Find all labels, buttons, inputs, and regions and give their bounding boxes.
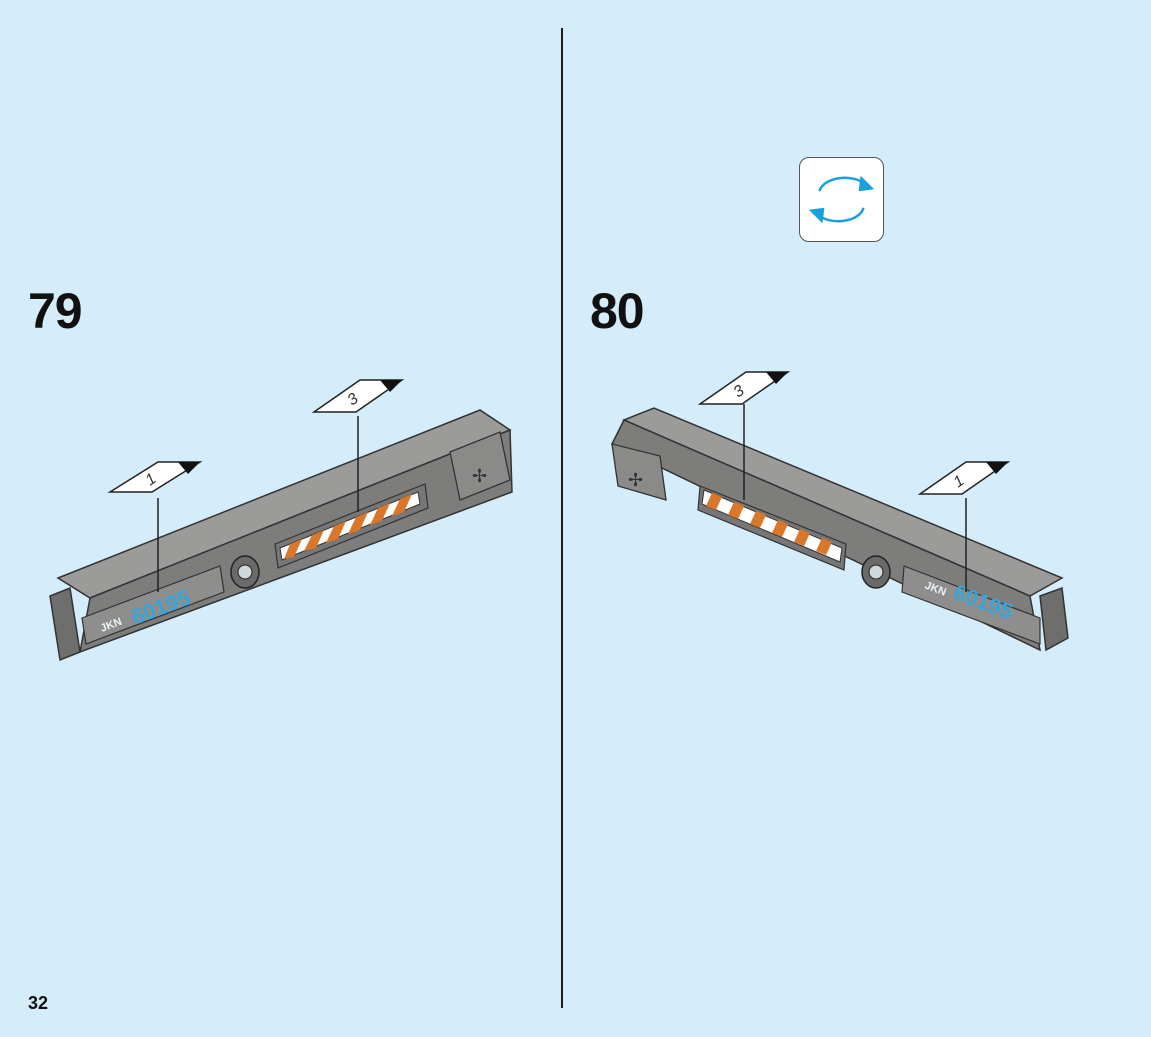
print-panel-left [81,565,225,645]
socket-lens [237,564,253,580]
step-79-model-svg: JKN 60195 ✢ 1 3 [49,379,513,662]
sticker-callout-1: 1 [917,461,1011,495]
step-number-80: 80 [590,283,645,339]
print-panel-right [901,565,1041,645]
sticker-callout-3: 3 [311,379,405,413]
page-number: 32 [28,993,49,1013]
step-number-79: 79 [28,283,83,339]
step-80-model-svg: ✢ JKN 60195 3 1 [610,371,1069,652]
beam-right-end [1039,586,1069,652]
rotate-model-indicator [799,157,884,242]
right-end-cap [449,431,511,501]
cross-hole-glyph: ✢ [472,466,487,486]
page-divider [561,28,563,1008]
sticker-callout-3: 3 [697,371,791,405]
socket-lens [868,564,884,580]
step-80-assembly: ✢ JKN 60195 3 1 [600,360,1080,660]
beam-left-end [49,586,81,662]
sticker-callout-1: 1 [107,461,203,493]
hazard-stripes [279,491,421,561]
left-end-cap [611,443,667,501]
step-79-assembly: JKN 60195 ✢ 1 3 [40,360,530,662]
cross-hole-glyph: ✢ [628,470,643,490]
hazard-stripes [701,489,843,563]
rotate-model-icon [808,175,875,224]
